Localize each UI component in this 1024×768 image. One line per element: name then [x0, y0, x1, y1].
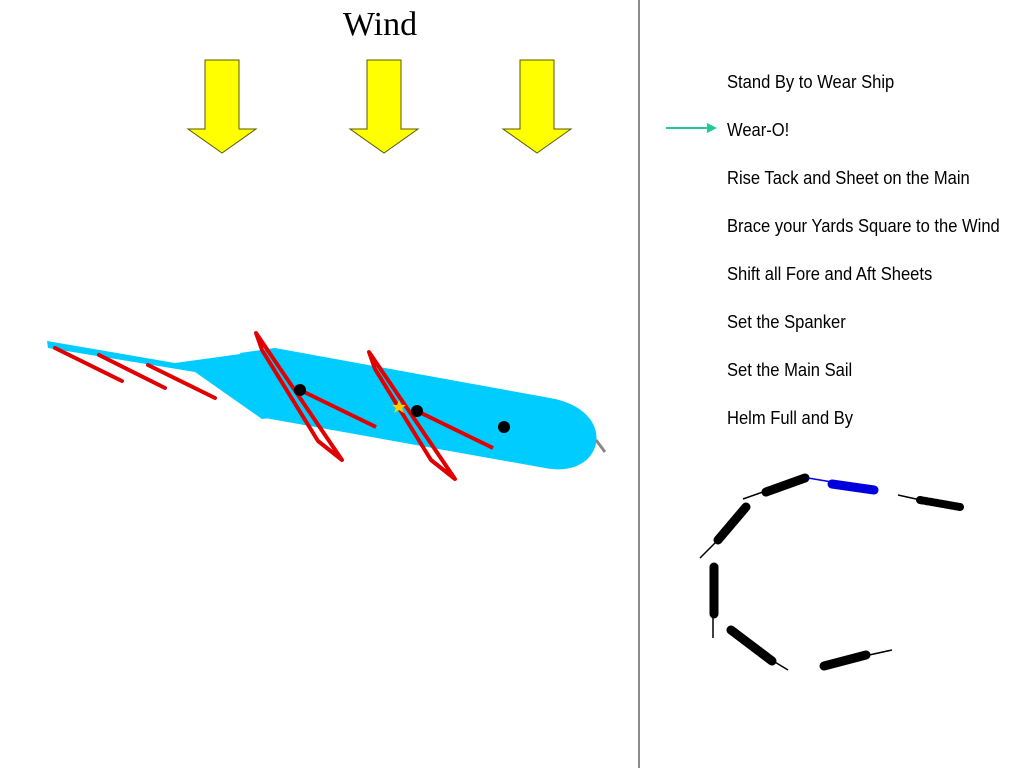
maneuver-sequence	[699, 473, 964, 671]
jib-sail	[53, 346, 124, 383]
right-arrow-icon	[707, 123, 717, 133]
command-set-spanker: Set the Spanker	[727, 312, 846, 332]
command-set-main-sail: Set the Main Sail	[727, 360, 853, 380]
command-helm-full: Helm Full and By	[727, 408, 854, 428]
ship-position-icon	[897, 494, 964, 511]
wind-arrow-icon	[501, 59, 573, 154]
panel-divider	[638, 0, 640, 768]
fore-mast	[294, 384, 306, 396]
rudder	[594, 439, 607, 453]
ship-position-icon	[699, 502, 751, 559]
ship-position-icon-highlighted	[807, 477, 879, 495]
main-mast	[411, 405, 423, 417]
fore-yard	[254, 331, 344, 462]
jib-sails	[53, 346, 217, 400]
jib-sail	[97, 353, 167, 390]
command-wear-o: Wear-O!	[727, 120, 790, 140]
command-shift-sheets: Shift all Fore and Aft Sheets	[727, 264, 933, 284]
mizzen-mast	[498, 421, 510, 433]
star-marker-icon	[392, 400, 406, 413]
command-rise-tack: Rise Tack and Sheet on the Main	[727, 168, 970, 188]
ship-diagram	[47, 331, 607, 481]
main-yards	[367, 350, 494, 481]
command-brace-yards: Brace your Yards Square to the Wind	[727, 216, 1000, 236]
ship-position-icon	[726, 625, 789, 671]
wind-label: Wind	[342, 6, 418, 43]
command-stand-by: Stand By to Wear Ship	[727, 72, 895, 92]
fore-boom	[299, 388, 377, 429]
ship-position-icon	[709, 562, 719, 638]
jib-sail	[146, 363, 217, 400]
main-boom	[414, 408, 494, 450]
bowsprit	[47, 341, 270, 419]
wind-arrows	[186, 59, 573, 154]
ship-position-icon	[742, 473, 810, 500]
fore-yards	[254, 331, 377, 462]
ship-position-icon	[819, 649, 893, 671]
step-pointer	[666, 123, 717, 133]
wind-arrow-icon	[348, 59, 420, 154]
wind-arrow-icon	[186, 59, 258, 154]
main-yard	[367, 350, 457, 481]
